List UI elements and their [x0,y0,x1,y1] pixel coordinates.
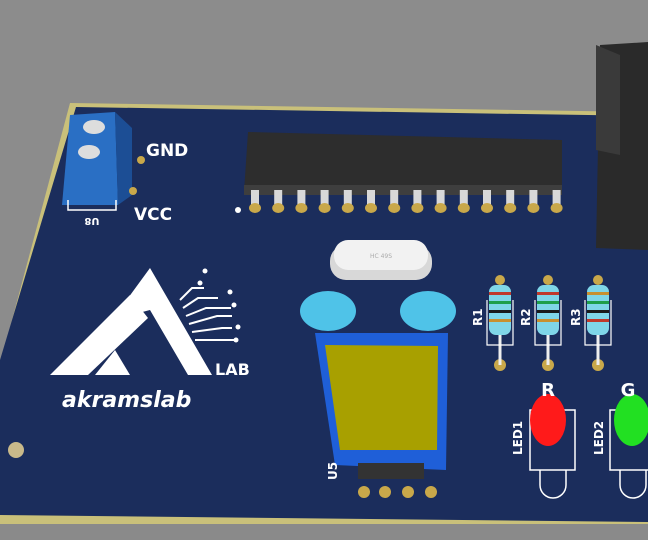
capacitor [300,291,356,331]
led-red [529,394,576,499]
microcontroller-chip [235,132,562,213]
chip-pin [272,190,285,213]
logo-lab-text: LAB [215,360,250,379]
chip-pin [481,190,493,213]
led1-mark: R [541,380,555,401]
gnd-label: GND [146,141,188,161]
crystal-marking: HC 49S [370,253,392,260]
chip-pin [365,190,377,213]
chip-pin [411,190,424,213]
led2-mark: G [621,380,636,401]
chip-pin [295,190,308,213]
resistor [584,275,612,371]
logo-brand-text: akramslab [62,388,191,413]
chip-pin [504,190,517,213]
chip-pin [388,190,401,213]
vcc-label: VCC [134,205,172,225]
voltage-regulator-module [315,333,448,498]
r2-label: R2 [519,308,533,326]
led1-label: LED1 [511,421,525,455]
akramslab-logo [50,268,241,375]
chip-pin [341,190,354,213]
regulator-ref-label: U5 [326,462,340,480]
led2-label: LED2 [592,421,606,455]
mounting-hole [8,442,24,458]
led-green [609,394,648,499]
resistor [486,275,514,371]
chip-pin [550,190,563,213]
terminal-block [62,112,145,211]
r1-label: R1 [471,308,485,326]
resistor [534,275,562,371]
chip-pin [249,190,261,213]
chip-pin [434,190,447,213]
chip-pin [527,190,540,213]
chip-pin [318,190,331,213]
chip-pin [457,190,470,213]
connector-ref-label: U8 [84,215,99,226]
r3-label: R3 [569,308,583,326]
capacitor [400,291,456,331]
crystal: HC 49S [330,240,432,280]
